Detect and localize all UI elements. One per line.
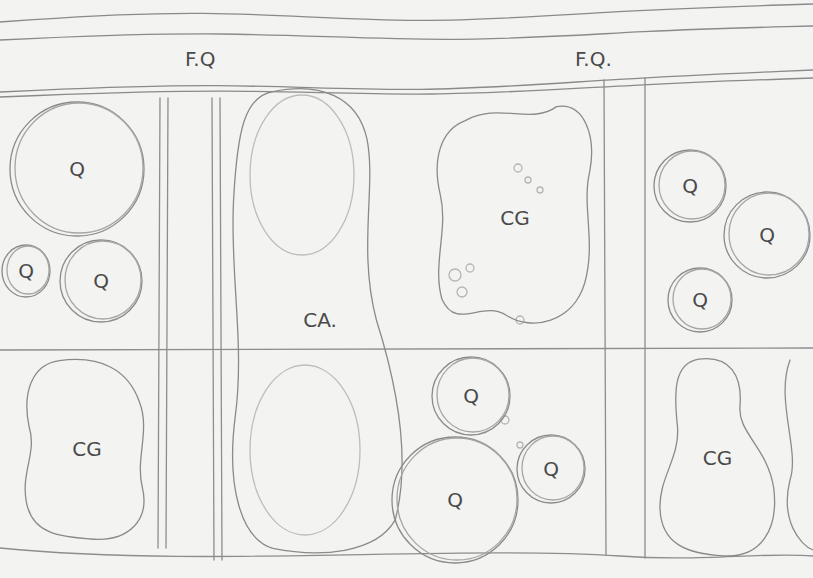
border-band: F.Q F.Q.: [0, 0, 813, 98]
node-label: Q: [18, 260, 34, 282]
node-label: F.Q.: [575, 48, 612, 70]
node-label: Q: [93, 270, 109, 292]
partial-bed: [785, 360, 813, 550]
node-label: F.Q: [185, 48, 215, 70]
node-label: CG: [500, 207, 529, 229]
node-label: Q: [543, 458, 559, 480]
path-edge: [644, 78, 645, 558]
node-label: Q: [463, 385, 479, 407]
planting-bed: CG: [18, 355, 156, 543]
planting-bed: CG: [432, 102, 598, 334]
node-label: Q: [759, 224, 775, 246]
planting-bed: CG: [655, 355, 780, 560]
node-label: CG: [703, 447, 732, 469]
tree-circle: Q: [515, 433, 587, 505]
node-label: Q: [69, 158, 85, 180]
node-label: CG: [72, 438, 101, 460]
node-label: CA.: [303, 309, 337, 331]
faint-bed: [250, 95, 354, 255]
node-label: Q: [447, 489, 463, 511]
tree-circle: Q: [722, 190, 812, 280]
path-edge: [212, 98, 214, 560]
border-band-outline: [0, 0, 813, 98]
tree-circle: Q: [390, 435, 520, 565]
texture-dots: [449, 164, 543, 448]
tree-circle: Q: [8, 100, 146, 238]
path-edge: [158, 98, 160, 548]
tree-circle: Q: [666, 266, 734, 334]
node-label: Q: [692, 289, 708, 311]
tree-circle: Q: [652, 148, 728, 224]
path-edge: [604, 80, 606, 555]
node-label: Q: [682, 175, 698, 197]
faint-bed: [250, 365, 360, 535]
path-edge: [166, 98, 168, 548]
bottom-edge: [0, 548, 813, 558]
tree-circle: Q: [58, 238, 144, 324]
path-edge: [220, 98, 222, 560]
tree-circle: Q: [0, 243, 52, 299]
tree-circle: Q: [430, 355, 512, 437]
row-line: [0, 348, 813, 350]
planting-bed: CA.: [226, 82, 414, 558]
